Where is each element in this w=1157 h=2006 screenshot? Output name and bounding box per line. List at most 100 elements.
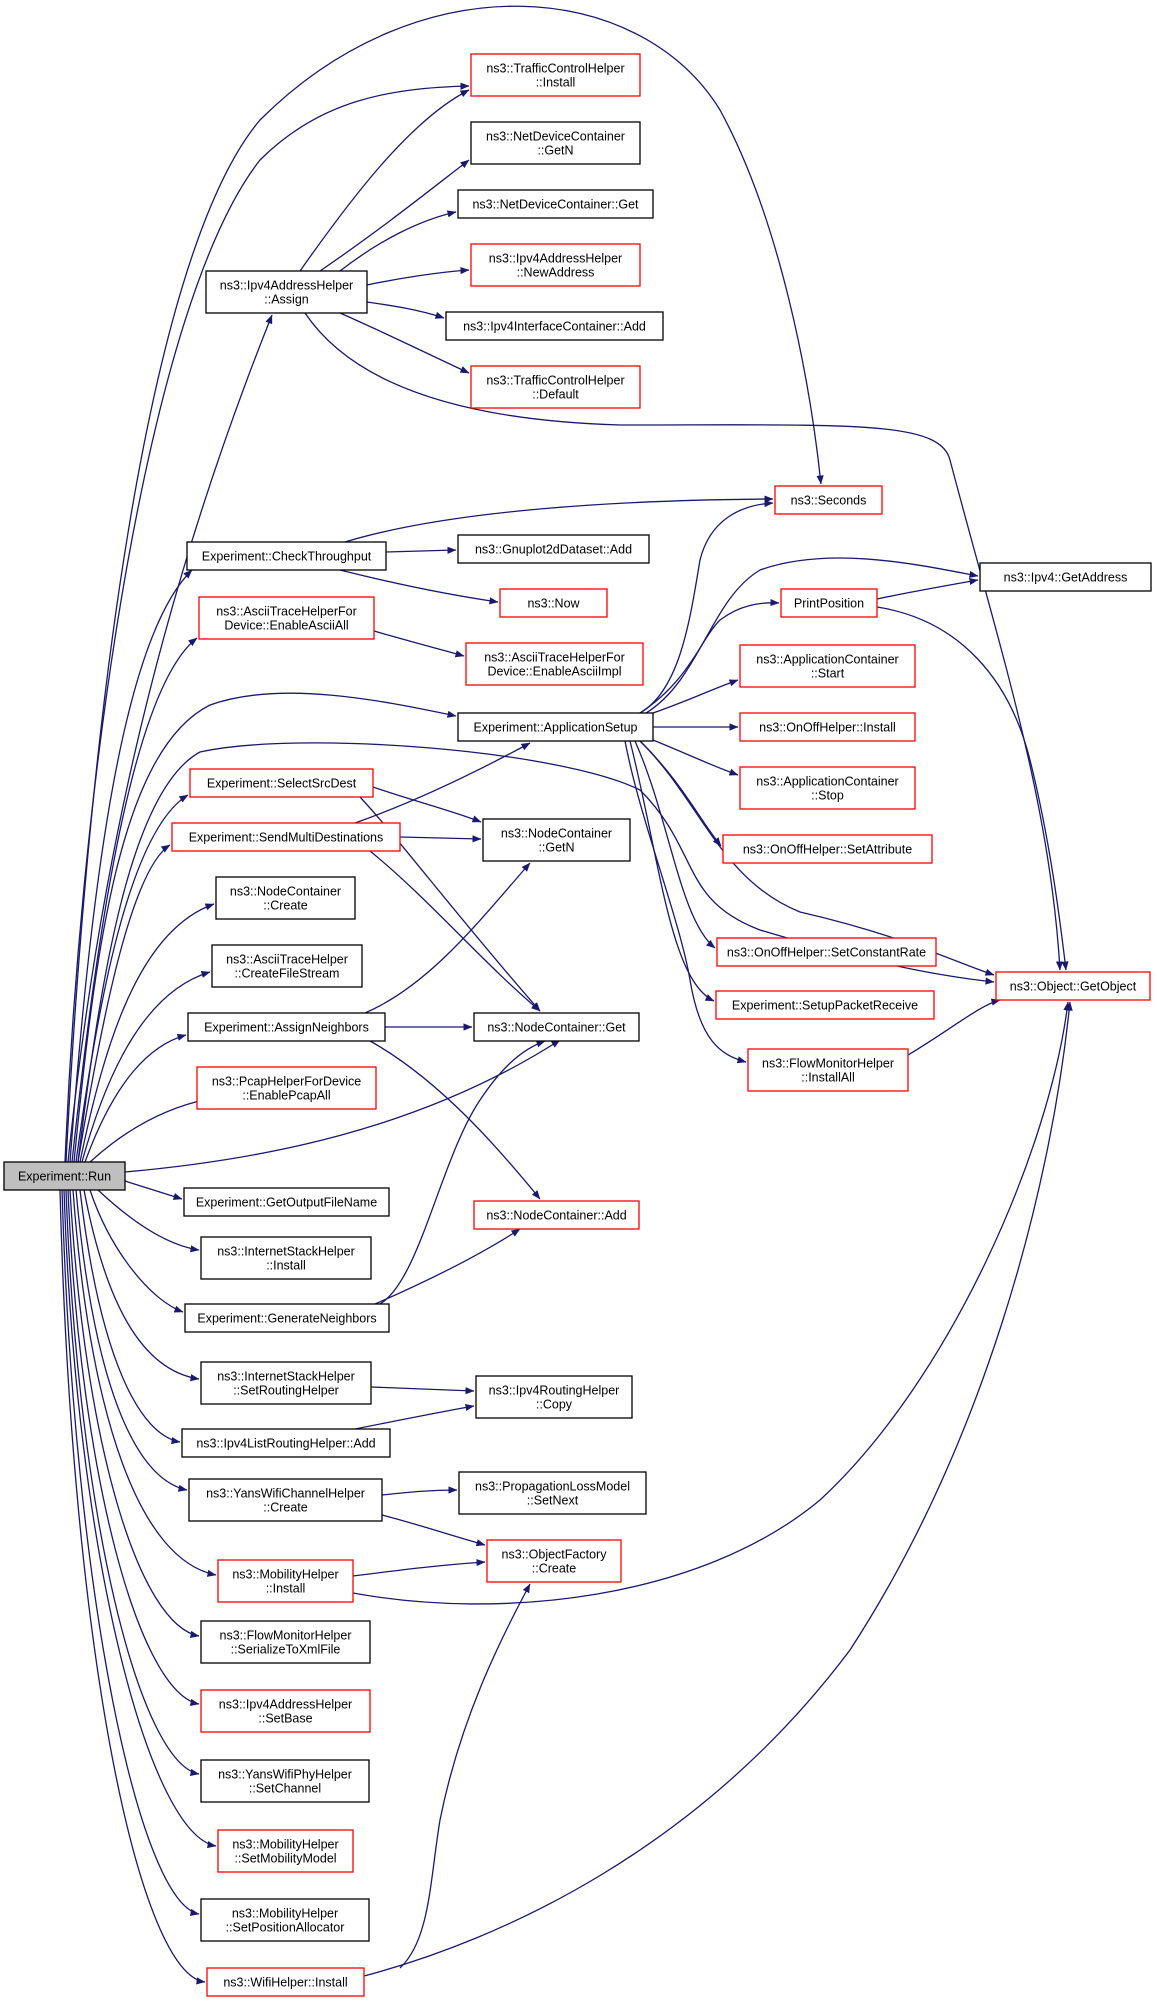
node-send_multi[interactable]: Experiment::SendMultiDestinations xyxy=(171,822,401,852)
node-box-tch_install[interactable] xyxy=(470,53,641,97)
node-mh_setposalloc[interactable]: ns3::MobilityHelper::SetPositionAllocato… xyxy=(200,1898,370,1942)
node-ndc_get[interactable]: ns3::NetDeviceContainer::Get xyxy=(457,189,654,219)
node-ascii_createfs[interactable]: ns3::AsciiTraceHelper::CreateFileStream xyxy=(211,944,363,988)
node-box-print_pos[interactable] xyxy=(780,588,878,618)
node-tch_install[interactable]: ns3::TrafficControlHelper::Install xyxy=(470,53,641,97)
node-box-gen_nb[interactable] xyxy=(184,1303,390,1333)
node-box-ascii_createfs[interactable] xyxy=(211,944,363,988)
node-box-ipv4rh_copy[interactable] xyxy=(475,1375,633,1419)
node-fmh_installall[interactable]: ns3::FlowMonitorHelper::InstallAll xyxy=(747,1048,909,1092)
node-box-appc_stop[interactable] xyxy=(739,766,916,810)
node-box-check_tp[interactable] xyxy=(186,541,387,571)
node-box-app_setup[interactable] xyxy=(457,712,654,742)
node-fmh_serialize[interactable]: ns3::FlowMonitorHelper::SerializeToXmlFi… xyxy=(200,1620,371,1664)
node-get_outname[interactable]: Experiment::GetOutputFileName xyxy=(183,1187,390,1217)
node-box-send_multi[interactable] xyxy=(171,822,401,852)
node-box-ish_setrouting[interactable] xyxy=(200,1361,372,1405)
node-box-ish_install[interactable] xyxy=(200,1236,372,1280)
node-onoff_setattr[interactable]: ns3::OnOffHelper::SetAttribute xyxy=(722,834,933,864)
node-box-ipv4_getaddr[interactable] xyxy=(979,562,1152,592)
node-box-mh_setmobility[interactable] xyxy=(217,1829,354,1873)
node-ywch_create[interactable]: ns3::YansWifiChannelHelper::Create xyxy=(188,1478,383,1522)
node-box-of_create[interactable] xyxy=(486,1539,622,1583)
node-box-ascii_impl[interactable] xyxy=(465,642,644,686)
node-box-ywph_setchannel[interactable] xyxy=(200,1759,370,1803)
node-ndc_getn[interactable]: ns3::NetDeviceContainer::GetN xyxy=(470,121,641,165)
node-plm_setnext[interactable]: ns3::PropagationLossModel::SetNext xyxy=(458,1471,647,1515)
node-now[interactable]: ns3::Now xyxy=(499,588,608,618)
node-pcap_enableall[interactable]: ns3::PcapHelperForDevice::EnablePcapAll xyxy=(196,1066,377,1110)
node-box-onoff_setrate[interactable] xyxy=(716,937,937,967)
node-app_setup[interactable]: Experiment::ApplicationSetup xyxy=(457,712,654,742)
node-box-select_src[interactable] xyxy=(189,768,374,798)
node-nc_create[interactable]: ns3::NodeContainer::Create xyxy=(215,876,356,920)
node-box-ipv4ic_add[interactable] xyxy=(445,311,664,341)
node-box-gnuplot_add[interactable] xyxy=(457,534,650,564)
node-box-nc_get[interactable] xyxy=(473,1012,640,1042)
node-box-nc_create[interactable] xyxy=(215,876,356,920)
node-gen_nb[interactable]: Experiment::GenerateNeighbors xyxy=(184,1303,390,1333)
node-box-assign_nb[interactable] xyxy=(187,1012,386,1042)
node-box-obj_getobject[interactable] xyxy=(995,971,1151,1001)
node-nc_get[interactable]: ns3::NodeContainer::Get xyxy=(473,1012,640,1042)
node-box-ndc_get[interactable] xyxy=(457,189,654,219)
node-ywph_setchannel[interactable]: ns3::YansWifiPhyHelper::SetChannel xyxy=(200,1759,370,1803)
node-check_tp[interactable]: Experiment::CheckThroughput xyxy=(186,541,387,571)
node-box-mh_setposalloc[interactable] xyxy=(200,1898,370,1942)
node-mh_setmobility[interactable]: ns3::MobilityHelper::SetMobilityModel xyxy=(217,1829,354,1873)
node-nc_add[interactable]: ns3::NodeContainer::Add xyxy=(473,1200,640,1230)
node-ish_install[interactable]: ns3::InternetStackHelper::Install xyxy=(200,1236,372,1280)
node-setup_rx[interactable]: Experiment::SetupPacketReceive xyxy=(715,990,935,1020)
node-ipv4ah_newaddr[interactable]: ns3::Ipv4AddressHelper::NewAddress xyxy=(470,243,641,287)
node-box-wifih_install[interactable] xyxy=(206,1967,365,1997)
node-appc_stop[interactable]: ns3::ApplicationContainer::Stop xyxy=(739,766,916,810)
node-onoff_install[interactable]: ns3::OnOffHelper::Install xyxy=(739,712,916,742)
node-ascii_impl[interactable]: ns3::AsciiTraceHelperForDevice::EnableAs… xyxy=(465,642,644,686)
node-box-nc_getn[interactable] xyxy=(482,818,631,862)
node-nc_getn[interactable]: ns3::NodeContainer::GetN xyxy=(482,818,631,862)
node-box-ipv4ah_newaddr[interactable] xyxy=(470,243,641,287)
node-box-ipv4lrh_add[interactable] xyxy=(181,1428,391,1458)
node-box-ipv4ah_assign[interactable] xyxy=(205,270,368,314)
node-box-run[interactable] xyxy=(3,1161,126,1191)
node-box-ascii_enableall[interactable] xyxy=(198,596,375,640)
node-box-plm_setnext[interactable] xyxy=(458,1471,647,1515)
node-tch_default[interactable]: ns3::TrafficControlHelper::Default xyxy=(470,365,641,409)
node-mh_install[interactable]: ns3::MobilityHelper::Install xyxy=(217,1559,354,1603)
node-box-tch_default[interactable] xyxy=(470,365,641,409)
node-ipv4ic_add[interactable]: ns3::Ipv4InterfaceContainer::Add xyxy=(445,311,664,341)
node-ish_setrouting[interactable]: ns3::InternetStackHelper::SetRoutingHelp… xyxy=(200,1361,372,1405)
node-box-nc_add[interactable] xyxy=(473,1200,640,1230)
node-seconds[interactable]: ns3::Seconds xyxy=(774,485,883,515)
node-box-onoff_install[interactable] xyxy=(739,712,916,742)
node-box-ipv4ah_setbase[interactable] xyxy=(200,1689,371,1733)
node-ipv4ah_setbase[interactable]: ns3::Ipv4AddressHelper::SetBase xyxy=(200,1689,371,1733)
node-wifih_install[interactable]: ns3::WifiHelper::Install xyxy=(206,1967,365,1997)
node-obj_getobject[interactable]: ns3::Object::GetObject xyxy=(995,971,1151,1001)
node-box-fmh_serialize[interactable] xyxy=(200,1620,371,1664)
node-box-seconds[interactable] xyxy=(774,485,883,515)
node-box-mh_install[interactable] xyxy=(217,1559,354,1603)
node-box-appc_start[interactable] xyxy=(739,644,916,688)
node-appc_start[interactable]: ns3::ApplicationContainer::Start xyxy=(739,644,916,688)
node-ipv4ah_assign[interactable]: ns3::Ipv4AddressHelper::Assign xyxy=(205,270,368,314)
node-box-pcap_enableall[interactable] xyxy=(196,1066,377,1110)
node-box-setup_rx[interactable] xyxy=(715,990,935,1020)
node-assign_nb[interactable]: Experiment::AssignNeighbors xyxy=(187,1012,386,1042)
node-ipv4_getaddr[interactable]: ns3::Ipv4::GetAddress xyxy=(979,562,1152,592)
node-box-onoff_setattr[interactable] xyxy=(722,834,933,864)
node-print_pos[interactable]: PrintPosition xyxy=(780,588,878,618)
node-of_create[interactable]: ns3::ObjectFactory::Create xyxy=(486,1539,622,1583)
node-box-get_outname[interactable] xyxy=(183,1187,390,1217)
node-run[interactable]: Experiment::Run xyxy=(3,1161,126,1191)
node-ipv4lrh_add[interactable]: ns3::Ipv4ListRoutingHelper::Add xyxy=(181,1428,391,1458)
node-ipv4rh_copy[interactable]: ns3::Ipv4RoutingHelper::Copy xyxy=(475,1375,633,1419)
node-ascii_enableall[interactable]: ns3::AsciiTraceHelperForDevice::EnableAs… xyxy=(198,596,375,640)
node-onoff_setrate[interactable]: ns3::OnOffHelper::SetConstantRate xyxy=(716,937,937,967)
node-box-ywch_create[interactable] xyxy=(188,1478,383,1522)
node-select_src[interactable]: Experiment::SelectSrcDest xyxy=(189,768,374,798)
node-box-fmh_installall[interactable] xyxy=(747,1048,909,1092)
node-gnuplot_add[interactable]: ns3::Gnuplot2dDataset::Add xyxy=(457,534,650,564)
node-box-ndc_getn[interactable] xyxy=(470,121,641,165)
node-box-now[interactable] xyxy=(499,588,608,618)
